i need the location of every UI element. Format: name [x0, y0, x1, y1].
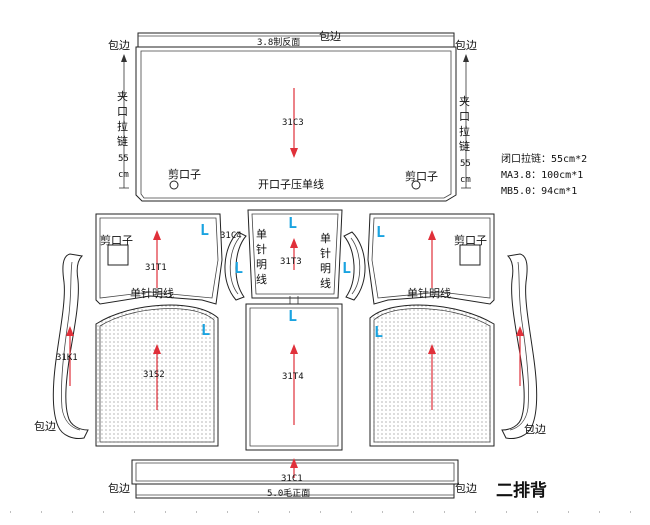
strap-31K1-left: [52, 253, 89, 439]
mark-L-6: L: [288, 307, 297, 325]
label-baobian-right: 包边: [524, 423, 546, 436]
label-danzhen-t1-right: 单针明线: [407, 286, 451, 300]
panel-31T4: [245, 303, 343, 451]
label-baobian-left: 包边: [34, 420, 56, 433]
label-31C4: 31C4: [220, 231, 242, 241]
label-jiankouzi-t1-right: 剪口子: [454, 233, 487, 247]
label-zip-left-3: 拉: [117, 119, 128, 133]
panel-31T1-right: [367, 213, 495, 305]
label-danzhen-t1-left: 单针明线: [130, 286, 174, 300]
label-danzhen-right-1: 单: [320, 232, 331, 245]
label-31K1: 31K1: [56, 353, 78, 363]
label-baobian-top-right: 包边: [455, 39, 477, 52]
zipper-dim-left: [119, 54, 129, 189]
label-jiankouzi-left: 剪口子: [168, 167, 201, 181]
bottom-binding-strip: [135, 483, 455, 499]
strap-31K1-right: [501, 253, 538, 439]
panel-31T3: [247, 209, 343, 299]
label-kaikouzi: 开口子压单线: [258, 177, 324, 191]
panel-31C1: [131, 458, 459, 485]
label-zip-left-6: cm: [118, 170, 129, 180]
label-zip-right-3: 拉: [459, 124, 470, 138]
mark-L-4: L: [342, 259, 351, 277]
panel-31T1-left: [95, 213, 223, 305]
label-zip-right-1: 夹: [459, 95, 470, 108]
spec-line-2: MA3.8：100cm*1: [501, 170, 583, 181]
label-maozhengmian: 5.0毛正面: [267, 487, 310, 499]
label-31T4: 31T4: [282, 372, 304, 382]
mark-L-1: L: [200, 221, 209, 239]
notch-hole-right: [411, 180, 421, 190]
mark-L-8: L: [374, 323, 383, 341]
mark-L-3: L: [288, 214, 297, 232]
mark-L-7: L: [201, 321, 210, 339]
label-31T1: 31T1: [145, 263, 167, 273]
label-danzhen-left-2: 针: [256, 242, 267, 256]
label-danzhen-right-3: 明: [320, 262, 331, 275]
label-baobian-bottom-left: 包边: [108, 482, 130, 495]
label-zhifanmian: 3.8制反面: [257, 36, 300, 48]
mark-L-5: L: [376, 223, 385, 241]
notch-hole-left: [169, 180, 179, 190]
label-zip-right-6: cm: [460, 175, 471, 185]
spec-line-3: MB5.0：94cm*1: [501, 186, 577, 197]
label-danzhen-right-4: 线: [320, 276, 331, 290]
crescent-31C4-left: [224, 231, 247, 301]
top-binding-strip: [137, 32, 455, 48]
panel-31S2-left: [95, 304, 219, 447]
label-zip-left-1: 夹: [117, 90, 128, 103]
label-danzhen-left-1: 单: [256, 228, 267, 241]
label-zip-left-5: 55: [118, 154, 129, 164]
label-31C3: 31C3: [282, 118, 304, 128]
label-zip-left-2: 口: [117, 105, 128, 118]
pocket-mark-left: [107, 244, 129, 266]
label-baobian-top-left: 包边: [108, 39, 130, 52]
diagram-title: 二排背: [496, 480, 547, 501]
label-danzhen-left-3: 明: [256, 258, 267, 271]
panel-31S2-right: [369, 304, 495, 447]
mark-L-2: L: [234, 259, 243, 277]
label-baobian-top: 包边: [319, 30, 341, 43]
label-jiankouzi-right: 剪口子: [405, 169, 438, 183]
label-danzhen-left-4: 线: [256, 272, 267, 286]
panel-31C3: [135, 46, 457, 202]
label-baobian-bottom-right: 包边: [455, 482, 477, 495]
label-zip-left-4: 链: [117, 134, 128, 148]
zipper-dim-right: [461, 54, 471, 189]
label-31S2: 31S2: [143, 370, 165, 380]
spec-line-1: 闭口拉链：55cm*2: [501, 152, 587, 165]
label-danzhen-right-2: 针: [320, 246, 331, 260]
label-31C1: 31C1: [281, 474, 303, 484]
label-31T3: 31T3: [280, 257, 302, 267]
crescent-31C4-right: [343, 231, 366, 301]
pocket-mark-right: [459, 244, 481, 266]
label-zip-right-4: 链: [459, 139, 470, 153]
label-zip-right-5: 55: [460, 159, 471, 169]
label-zip-right-2: 口: [459, 110, 470, 123]
label-jiankouzi-t1-left: 剪口子: [100, 233, 133, 247]
